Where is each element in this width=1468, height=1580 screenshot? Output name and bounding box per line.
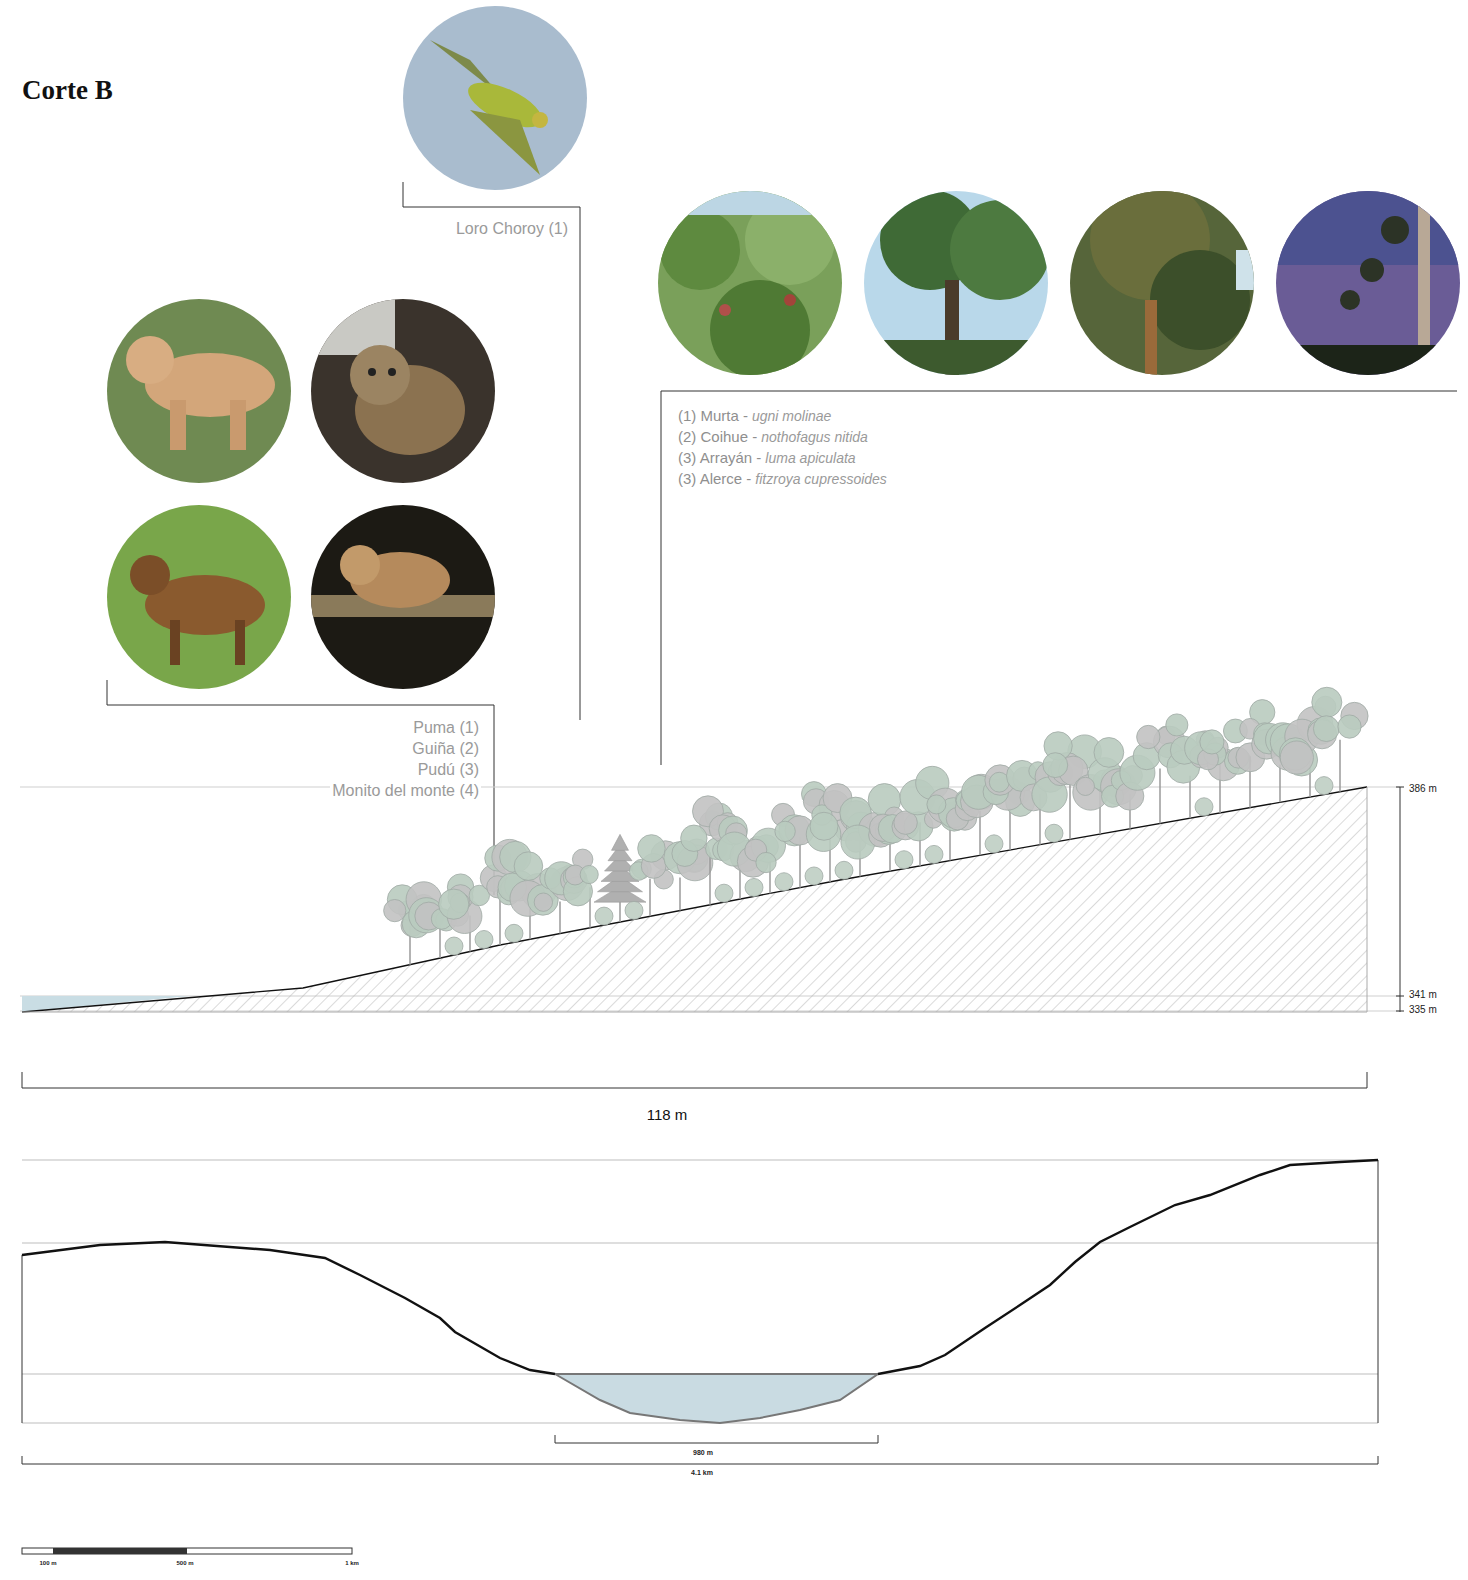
tree-part [810,812,838,840]
scale-label: 1 km [343,1560,361,1567]
tree-part [505,924,523,942]
photo-arrayan [1066,180,1266,390]
scale-bar [22,1548,352,1554]
tree-part [595,907,613,925]
length-bracket [22,1072,1367,1088]
scale-label: 500 m [174,1560,195,1567]
tree-part [439,926,441,958]
tree-part [384,899,406,921]
tree-part [534,893,552,911]
tree-part [679,878,681,911]
tree-part [709,852,711,904]
species-name: luma apiculata [763,450,857,466]
flora-label: (3) Alerce - [676,470,753,487]
tree-part [649,879,651,917]
tree-part [1312,687,1342,717]
dimension-label: 4.1 km [689,1469,715,1477]
flora-label: (1) Murta - [676,407,750,424]
tree-part [514,852,543,881]
tree-part [580,865,598,883]
fauna-label: Guiña (2) [410,740,481,758]
tree-part [1159,769,1161,824]
dimension-label: 980 m [691,1449,715,1457]
tree-part [1009,808,1011,850]
species-name: nothofagus nitida [759,429,870,445]
elevation-dimension [1396,787,1404,1012]
fauna-label: Loro Choroy (1) [454,220,570,238]
tree-part [1045,824,1063,842]
tree-part [499,895,501,945]
photo-coihue [860,185,1060,390]
elevation-label: 335 m [1407,1004,1439,1016]
fauna-label: Pudú (3) [416,761,481,779]
tree-part [559,902,561,934]
tree-part [612,834,629,850]
photo-guina [305,295,505,495]
tree-part [445,937,463,955]
elevation-label: 386 m [1407,783,1439,795]
tree-part [439,889,469,919]
tree-part [925,845,943,863]
tree-part [1339,740,1341,792]
tree-part [1279,765,1281,803]
photo-bird [400,0,600,200]
tree-part [1195,798,1213,816]
tree-part [1200,730,1224,754]
fauna-label: Puma (1) [411,719,481,737]
tree-row [384,687,1368,964]
scale-label: 100 m [37,1560,58,1567]
tree-part [756,852,776,872]
flora-label: (3) Arrayán - [676,449,763,466]
species-name: fitzroya cupressoides [753,471,889,487]
tree-part [1338,715,1361,738]
tree-part [1315,777,1333,795]
tree-part [1280,741,1313,774]
leader-line [107,182,1457,895]
tree-part [895,851,913,869]
tree-part [775,821,795,841]
valley-profile [22,1160,1378,1464]
tree-part [1137,725,1160,748]
tree-part [775,873,793,891]
section-title: Corte B [22,76,113,106]
tree-part [1043,753,1068,778]
tree-part [638,835,666,863]
tree-part [1094,738,1124,768]
photo-alerce [1272,185,1468,385]
tree-part [745,878,763,896]
ground-section [20,787,1400,1012]
tree-part [1166,714,1188,736]
tree-part [681,825,707,851]
tree-part [985,835,1003,853]
photo-murta [650,185,850,385]
elevation-label: 341 m [1407,989,1439,1001]
photo-puma [100,295,300,495]
species-name: ugni molinae [750,408,833,424]
tree-part [625,901,643,919]
tree-part [1313,716,1339,742]
tree-part [475,930,493,948]
tree-part [1076,777,1094,795]
photo-pudu [100,500,300,700]
tree-part [835,861,853,879]
fauna-label: Monito del monte (4) [330,782,481,800]
tree-part [927,795,946,814]
flora-label: (2) Coihue - [676,428,759,445]
tree-part [715,884,733,902]
tree-part [805,867,823,885]
photo-monito [305,500,505,700]
dimension-label: 118 m [645,1106,690,1123]
tree-part [1069,784,1071,839]
